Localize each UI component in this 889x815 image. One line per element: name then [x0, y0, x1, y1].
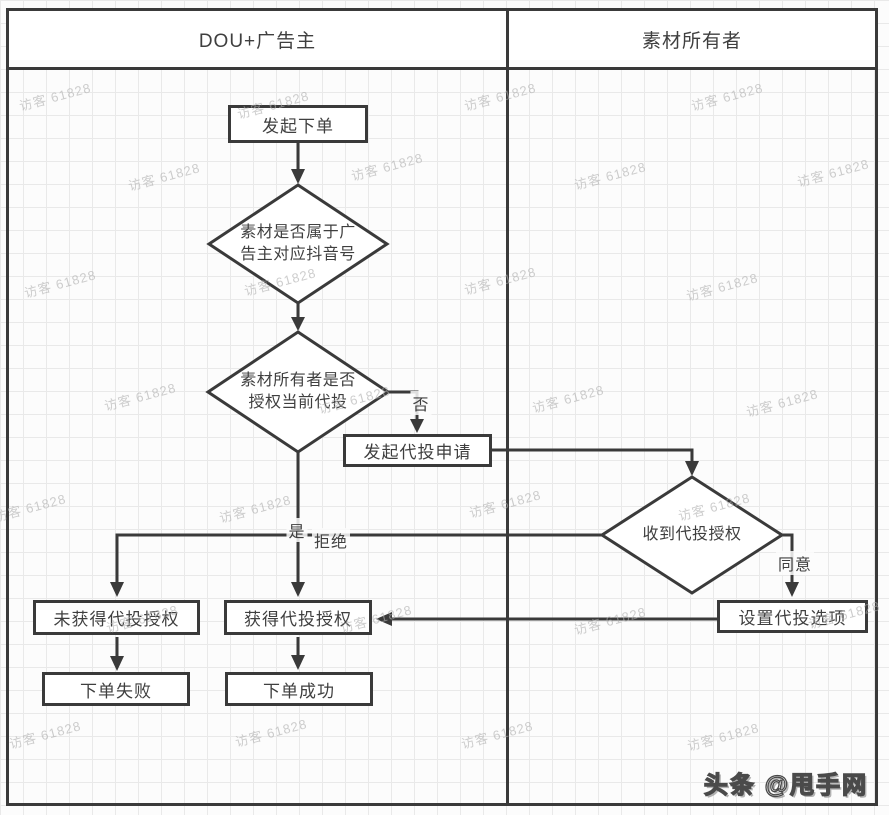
node-apply-proxy: 发起代投申请 — [343, 434, 492, 467]
decision-receive-auth — [599, 475, 785, 595]
edge-apply-to-d3 — [492, 448, 694, 462]
arrowhead-gotauth-top — [291, 582, 305, 597]
edge-label-agree: 同意 — [775, 551, 815, 575]
arrowhead-success — [291, 655, 305, 670]
node-order-fail: 下单失败 — [42, 672, 190, 706]
lane-title-advertiser: DOU+广告主 — [198, 30, 317, 52]
arrowhead-fail — [110, 656, 124, 671]
decision-is-own-account — [206, 183, 390, 305]
arrowhead-noauth — [110, 582, 124, 597]
lane-header-rule — [6, 67, 878, 70]
lane-header-background — [9, 11, 875, 67]
arrowhead-apply — [410, 419, 424, 433]
arrowhead-d2 — [291, 317, 305, 331]
node-got-authorization: 获得代投授权 — [224, 600, 372, 635]
node-order-success: 下单成功 — [225, 672, 373, 706]
decision-is-authorized — [205, 330, 391, 454]
arrowhead-d1 — [291, 169, 305, 184]
lane-title-material-owner: 素材所有者 — [641, 30, 742, 52]
edge-label-yes: 是 — [286, 518, 308, 542]
arrowhead-setoptions — [785, 582, 799, 597]
edge-d3-reject — [115, 533, 602, 583]
credit-watermark: 头条 @甩手网 — [703, 771, 868, 799]
edge-label-reject: 拒绝 — [311, 528, 351, 552]
node-no-authorization: 未获得代投授权 — [33, 600, 200, 635]
node-set-proxy-options: 设置代投选项 — [717, 600, 868, 633]
arrowhead-gotauth-left — [376, 612, 392, 626]
decision-label-is-own-account: 素材是否属于广 告主对应抖音号 — [240, 224, 356, 263]
node-start: 发起下单 — [228, 105, 368, 143]
decision-label-receive-auth: 收到代投授权 — [642, 526, 742, 543]
lane-divider — [506, 11, 509, 803]
edge-label-no: 否 — [410, 391, 432, 415]
decision-label-is-authorized: 素材所有者是否 授权当前代投 — [240, 372, 356, 411]
arrowhead-d3 — [685, 461, 699, 476]
swimlane-frame — [6, 8, 878, 806]
